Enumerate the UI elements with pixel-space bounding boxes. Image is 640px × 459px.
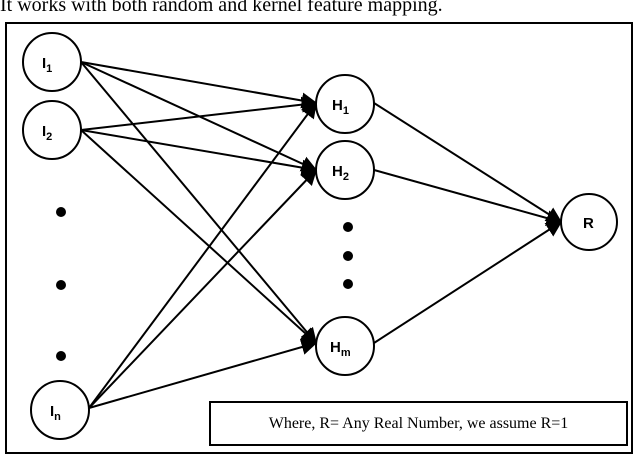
ellipsis-dot-input bbox=[56, 351, 66, 361]
edge-i2-h2 bbox=[80, 129, 318, 176]
node-h1 bbox=[315, 74, 375, 134]
node-i1 bbox=[22, 32, 82, 92]
edge-i1-h1 bbox=[80, 61, 318, 109]
edge-hm-r bbox=[373, 221, 563, 344]
node-r-label: R bbox=[583, 215, 594, 232]
ellipsis-dot-hidden bbox=[343, 222, 353, 232]
note-box: Where, R= Any Real Number, we assume R=1 bbox=[209, 401, 628, 446]
diagram-frame bbox=[5, 22, 633, 454]
edge-h2-r bbox=[373, 169, 563, 226]
node-i2 bbox=[22, 100, 82, 160]
edge-i1-hm bbox=[80, 61, 318, 345]
node-i1-label: I1 bbox=[42, 55, 52, 75]
edge-in-h1 bbox=[88, 101, 317, 409]
top-caption: It works with both random and kernel fea… bbox=[0, 0, 443, 16]
ellipsis-dot-hidden bbox=[343, 251, 353, 261]
note-text: Where, R= Any Real Number, we assume R=1 bbox=[268, 414, 569, 432]
edge-i2-h1 bbox=[80, 96, 318, 131]
edge-i2-hm bbox=[80, 129, 318, 345]
ellipsis-dot-input bbox=[56, 207, 66, 217]
node-h1-label: H1 bbox=[332, 97, 349, 117]
node-r bbox=[560, 193, 618, 251]
ellipsis-dot-input bbox=[56, 280, 66, 290]
node-hm bbox=[315, 316, 375, 376]
node-in bbox=[30, 380, 90, 440]
node-h2 bbox=[315, 140, 375, 200]
node-h2-label: H2 bbox=[332, 163, 349, 183]
edge-in-h2 bbox=[88, 168, 318, 409]
node-hm-label: Hm bbox=[330, 339, 351, 359]
ellipsis-dot-hidden bbox=[343, 279, 353, 289]
edge-h1-r bbox=[373, 102, 563, 223]
node-i2-label: I2 bbox=[42, 123, 52, 143]
edge-in-hm bbox=[88, 339, 318, 409]
node-in-label: In bbox=[50, 403, 61, 423]
